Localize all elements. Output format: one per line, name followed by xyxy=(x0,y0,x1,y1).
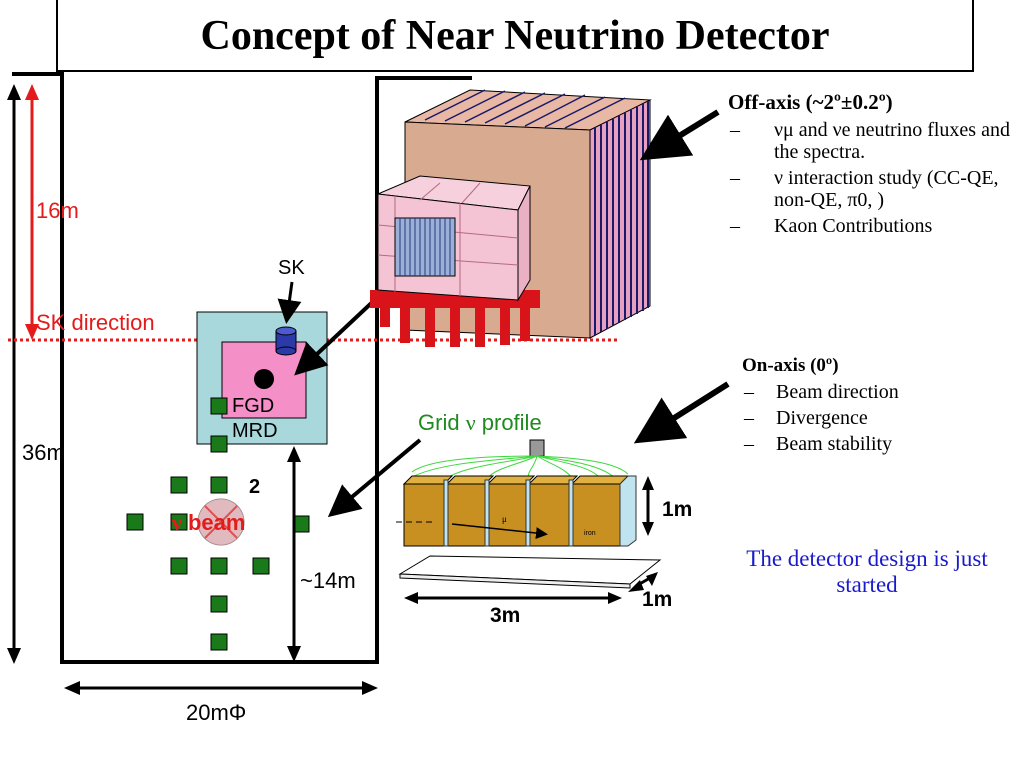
label-2: 2 xyxy=(249,476,261,498)
label-16m: 16m xyxy=(36,198,79,223)
on-axis-list: –Beam direction –Divergence –Beam stabil… xyxy=(742,381,1012,455)
list-item: –Beam direction xyxy=(744,381,899,403)
on-axis-arrow xyxy=(633,381,730,444)
design-note: The detector design is just started xyxy=(746,546,988,597)
off-axis-detector xyxy=(370,89,652,347)
label-grid-3m: 3m xyxy=(490,604,521,627)
label-mrd: MRD xyxy=(232,420,278,442)
monitor-square xyxy=(210,476,228,494)
monitor-square xyxy=(170,513,188,531)
label-sk-direction: SK direction xyxy=(36,310,155,335)
off-axis-panel: Off-axis (~2º±0.2º) –νμ and νe neutrino … xyxy=(728,90,1020,237)
beam-cross-icon xyxy=(197,498,245,546)
dimension-36m-arrow xyxy=(7,84,21,664)
monitor-square xyxy=(210,557,228,575)
dimension-grid-1m-depth xyxy=(628,572,658,592)
list-item: –Beam stability xyxy=(744,433,893,455)
monitor-square xyxy=(170,557,188,575)
grid-module xyxy=(396,439,662,589)
list-item: –νμ and νe neutrino fluxes and the spect… xyxy=(730,119,1010,163)
fgd-pointer-arrow xyxy=(294,293,382,376)
monitor-square xyxy=(210,397,228,415)
on-axis-panel: On-axis (0º) –Beam direction –Divergence… xyxy=(742,355,1012,455)
label-grid-1m-depth: 1m xyxy=(642,588,673,611)
monitor-square xyxy=(252,557,270,575)
monitor-square xyxy=(210,595,228,613)
label-36m: 36m xyxy=(22,440,65,465)
list-item: –Divergence xyxy=(744,407,868,429)
label-grid-profile: Grid ν profile xyxy=(418,410,542,435)
label-fgd: FGD xyxy=(232,395,275,417)
monitor-square xyxy=(170,476,188,494)
monitor-square xyxy=(210,435,228,453)
sk-cylinder xyxy=(275,326,297,356)
detector-hall xyxy=(12,72,472,664)
label-mu: μ xyxy=(502,514,507,524)
dimension-grid-1m-height xyxy=(642,476,654,536)
label-iron: iron xyxy=(584,530,596,537)
sk-arrow xyxy=(277,281,302,324)
beam-spot xyxy=(254,369,274,389)
off-axis-list: –νμ and νe neutrino fluxes and the spect… xyxy=(728,119,1020,237)
label-20m: 20mΦ xyxy=(186,700,247,725)
title-box: Concept of Near Neutrino Detector xyxy=(56,0,974,72)
grid-monitors xyxy=(126,397,310,651)
page-title: Concept of Near Neutrino Detector xyxy=(200,13,830,59)
dimension-grid-3m xyxy=(404,592,622,604)
label-sk: SK xyxy=(278,257,305,279)
monitor-square xyxy=(210,633,228,651)
label-14m: ~14m xyxy=(300,568,356,593)
off-axis-header: Off-axis (~2º±0.2º) xyxy=(728,90,893,114)
list-item: –ν interaction study (CC-QE, non-QE, π0,… xyxy=(730,167,999,211)
dimension-16m-arrow xyxy=(25,84,39,340)
grid-profile-arrow xyxy=(327,438,422,518)
off-axis-arrow xyxy=(639,109,720,161)
label-beam: ν beam xyxy=(172,510,246,535)
label-grid-1m-height: 1m xyxy=(662,498,693,521)
dimension-14m-arrow xyxy=(287,446,301,662)
on-axis-header: On-axis (0º) xyxy=(742,355,839,376)
dimension-20m-arrow xyxy=(64,681,378,695)
list-item: –Kaon Contributions xyxy=(730,215,933,237)
monitor-square xyxy=(126,513,144,531)
